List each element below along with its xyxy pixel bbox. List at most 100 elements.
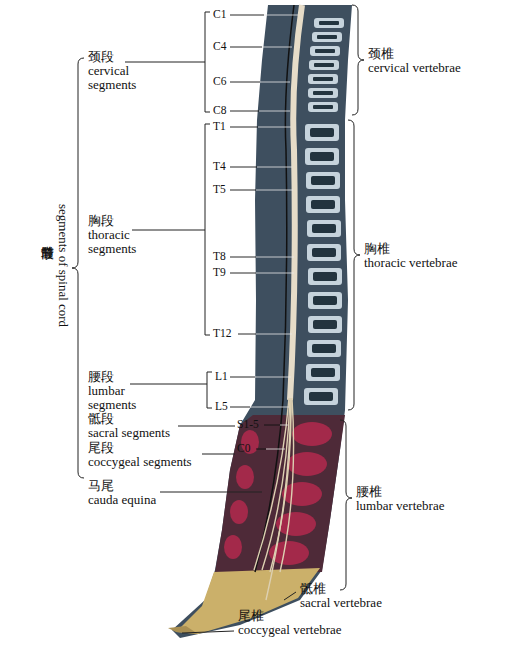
segment-group-label: thoracic segments — [88, 228, 158, 257]
vertebral-body — [306, 196, 340, 213]
segment-level: T4 — [213, 160, 226, 173]
segment-level: T8 — [213, 250, 226, 263]
leader-line — [264, 15, 298, 16]
leader-line — [256, 334, 292, 335]
segment-level: L1 — [215, 370, 228, 383]
vertebra-group-label: sacral vertebrae — [300, 596, 382, 610]
cauda-equina-fibers — [254, 398, 294, 600]
segment-level: C0 — [237, 442, 250, 455]
bracket — [348, 120, 360, 410]
vertebral-body — [307, 340, 341, 357]
segment-group-label: 胸段 — [88, 214, 114, 228]
leader-line — [182, 631, 234, 633]
bracket — [72, 58, 84, 478]
bracket — [205, 12, 210, 112]
leader-line — [238, 334, 256, 335]
vertebral-arch — [236, 465, 254, 489]
leader-line — [230, 15, 264, 16]
leader-line — [130, 384, 207, 385]
segment-group-label: 尾段 — [88, 441, 114, 455]
vertebra-group-label: 骶椎 — [300, 582, 326, 596]
vertebral-body — [292, 422, 332, 446]
leader-line — [259, 111, 290, 112]
spinal-column — [172, 5, 352, 638]
leader-line — [256, 190, 293, 191]
leader-line — [230, 82, 260, 83]
vertebra-group-label: 颈椎 — [368, 47, 394, 61]
leader-line — [230, 111, 259, 112]
vertebral-body — [308, 74, 338, 84]
segment-level: L5 — [215, 400, 228, 413]
vertebral-body — [308, 292, 342, 309]
vertebral-body — [306, 364, 340, 381]
leader-line — [262, 47, 292, 48]
segment-level: T12 — [213, 327, 232, 340]
segment-level: S1-5 — [237, 418, 259, 431]
vertebra-group-label: lumbar vertebrae — [356, 499, 444, 513]
vertebral-body — [309, 60, 339, 70]
leader-line — [202, 454, 235, 455]
vertebral-body — [308, 316, 342, 333]
leader-line — [256, 449, 266, 450]
level-leader-lines-inner — [250, 15, 298, 449]
vertebral-arch — [224, 535, 242, 559]
vertebral-body — [312, 32, 342, 42]
structure-label: cauda equina — [88, 493, 156, 507]
leader-line — [230, 127, 258, 128]
right-braces — [182, 5, 364, 633]
left-brackets — [72, 12, 262, 492]
leader-line — [284, 592, 296, 600]
vertebral-body — [308, 268, 342, 285]
leader-line — [230, 257, 256, 258]
leader-line — [280, 425, 288, 426]
leader-line — [255, 377, 291, 378]
nerve-root — [254, 398, 289, 570]
leader-line — [266, 449, 285, 450]
segment-group-label: 颈段 — [88, 50, 114, 64]
leader-line — [257, 167, 292, 168]
vertebral-body — [307, 220, 341, 237]
vertebral-body — [282, 482, 322, 506]
leader-line — [230, 167, 257, 168]
vertebral-body — [310, 46, 340, 56]
leader-line — [258, 127, 291, 128]
level-leader-lines — [230, 15, 280, 449]
spinal-canal — [255, 5, 294, 572]
vertebra-group-label: thoracic vertebrae — [364, 256, 457, 270]
segment-level: T1 — [213, 120, 226, 133]
segment-level: T5 — [213, 183, 226, 196]
vertebra-group-label: 尾椎 — [238, 609, 264, 623]
nerve-root — [266, 398, 291, 600]
vertebral-body — [306, 172, 340, 189]
segment-group-label: 腰段 — [88, 370, 114, 384]
leader-line — [256, 273, 294, 274]
vertebra-group-label: 胸椎 — [364, 242, 390, 256]
segment-group-label: coccygeal segments — [88, 455, 192, 469]
leader-line — [256, 257, 294, 258]
leader-line — [264, 425, 280, 426]
leader-line — [125, 62, 205, 63]
vertebral-body — [305, 148, 339, 165]
leader-line — [250, 407, 289, 408]
segment-level: C6 — [213, 75, 226, 88]
leader-line — [230, 377, 255, 378]
leader-line — [230, 273, 256, 274]
group-title: segments of spinal cord — [56, 204, 70, 327]
segment-level: T9 — [213, 266, 226, 279]
leader-line — [230, 190, 256, 191]
thoracic-vertebral-bodies — [304, 124, 342, 405]
vertebral-body — [307, 244, 341, 261]
spinal-cord — [290, 5, 302, 400]
vertebral-body — [305, 124, 339, 141]
vertebra-group-label: cervical vertebrae — [368, 61, 461, 75]
segment-group-label: lumbar segments — [88, 384, 158, 413]
vertebral-body — [314, 18, 344, 28]
segment-group-label: sacral segments — [88, 426, 170, 440]
structure-label: 马尾 — [88, 479, 114, 493]
vertebra-group-label: 腰椎 — [356, 485, 382, 499]
vertebral-body — [304, 388, 338, 405]
leader-line — [160, 492, 262, 493]
segment-group-label: 骶段 — [88, 412, 114, 426]
bracket — [352, 5, 364, 115]
